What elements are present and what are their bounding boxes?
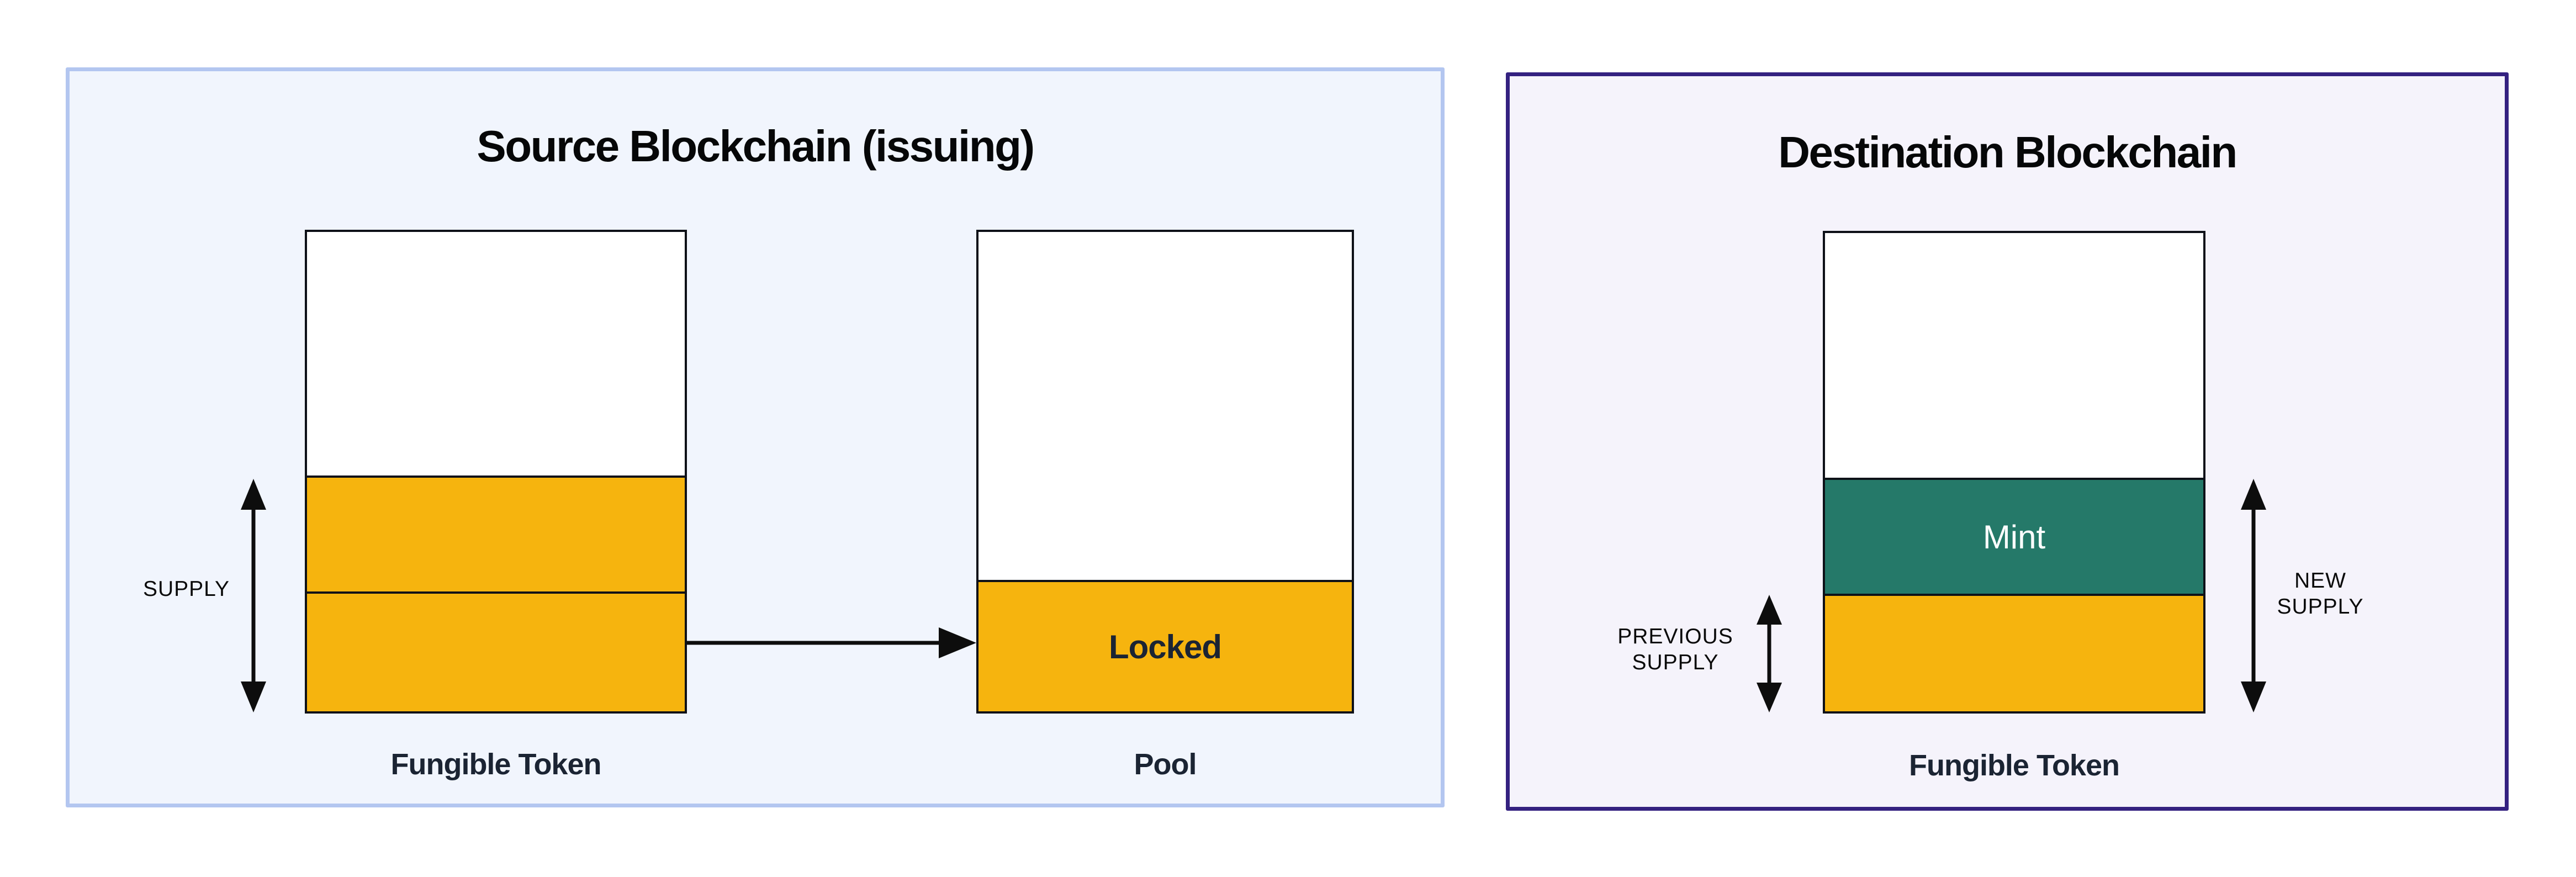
supply-label: SUPPLY [142, 577, 230, 601]
source-fungible-unissued-section [307, 232, 685, 476]
source-fungible-token-bar [305, 230, 687, 714]
source-fungible-token-caption: Fungible Token [390, 748, 602, 781]
mint-label: Mint [1982, 518, 2046, 556]
source-fungible-supply-upper-section [307, 476, 685, 591]
previous-supply-range-arrow-icon [1757, 595, 1782, 712]
source-pool-empty-section [978, 232, 1352, 580]
source-blockchain-panel: Source Blockchain (issuing) Fungible Tok… [66, 67, 1445, 807]
destination-panel-title: Destination Blockchain [1778, 128, 2238, 177]
previous-supply-label: PREVIOUS SUPPLY [1617, 625, 1733, 674]
destination-fungible-token-bar: Mint [1823, 231, 2205, 714]
destination-blockchain-panel: Destination Blockchain Mint Fungible Tok… [1506, 72, 2509, 811]
supply-range-arrow-icon [241, 479, 266, 712]
source-panel-title: Source Blockchain (issuing) [477, 121, 1035, 171]
destination-previous-supply-section [1825, 594, 2203, 711]
source-pool-caption: Pool [1134, 748, 1197, 781]
new-supply-range-arrow-icon [2241, 479, 2266, 712]
lock-transfer-arrow-icon [687, 627, 976, 658]
destination-fungible-token-caption: Fungible Token [1909, 749, 2120, 782]
source-pool-locked-section: Locked [978, 580, 1352, 711]
new-supply-label: NEW SUPPLY [2277, 569, 2364, 619]
source-fungible-supply-lower-section [307, 591, 685, 711]
locked-label: Locked [1108, 628, 1222, 665]
source-pool-bar: Locked [976, 230, 1354, 714]
destination-unissued-section [1825, 233, 2203, 478]
destination-mint-section: Mint [1825, 478, 2203, 594]
